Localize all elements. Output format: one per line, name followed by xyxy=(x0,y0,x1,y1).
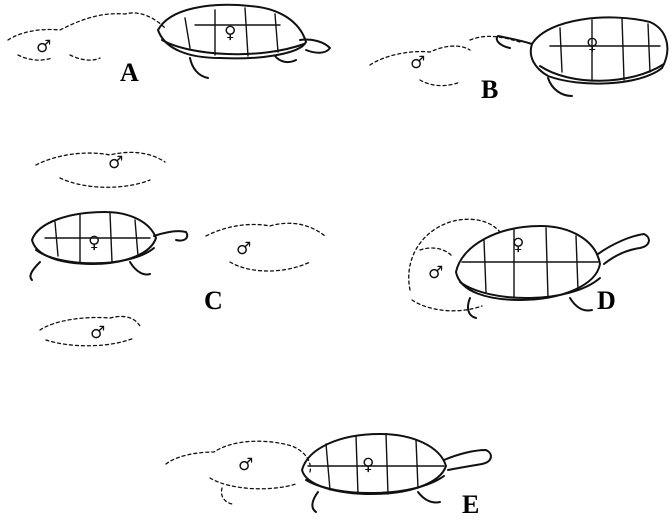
panel-e-label: E xyxy=(462,492,479,518)
panel-a-female-turtle xyxy=(158,5,330,78)
panel-c-male-top xyxy=(36,152,165,187)
panel-c-male-top-symbol: ♂ xyxy=(108,153,123,173)
panel-d-label: D xyxy=(597,288,616,314)
panel-b-male-symbol: ♂ xyxy=(410,53,425,73)
panel-a-male-symbol: ♂ xyxy=(36,37,51,57)
panel-d-female-turtle xyxy=(456,226,649,318)
panel-d-female-symbol: ♀ xyxy=(512,235,524,255)
panel-d-male-symbol: ♂ xyxy=(428,263,443,283)
panel-a-female-symbol: ♀ xyxy=(224,23,236,43)
panel-c: ♂ ♀ ♂ ♂ xyxy=(30,152,325,345)
panel-e-male-symbol: ♂ xyxy=(238,455,253,475)
panel-c-female-turtle xyxy=(30,212,187,280)
panel-c-label: C xyxy=(204,288,223,314)
panel-b-female-symbol: ♀ xyxy=(586,35,598,55)
panel-b: ♂ ♀ xyxy=(370,17,667,96)
panel-b-label: B xyxy=(481,77,498,103)
panel-c-female-symbol: ♀ xyxy=(88,233,100,253)
panel-e-female-symbol: ♀ xyxy=(362,455,374,475)
panel-c-male-bottom-symbol: ♂ xyxy=(90,323,105,343)
panel-c-male-right-symbol: ♂ xyxy=(236,239,251,259)
panel-a-label: A xyxy=(120,60,139,86)
panel-a: ♂ ♀ xyxy=(8,5,330,78)
panel-e: ♂ ♀ xyxy=(166,434,491,512)
panel-c-male-right xyxy=(206,223,325,271)
panel-b-female-turtle xyxy=(497,17,668,96)
panel-a-male-turtle xyxy=(8,13,165,60)
